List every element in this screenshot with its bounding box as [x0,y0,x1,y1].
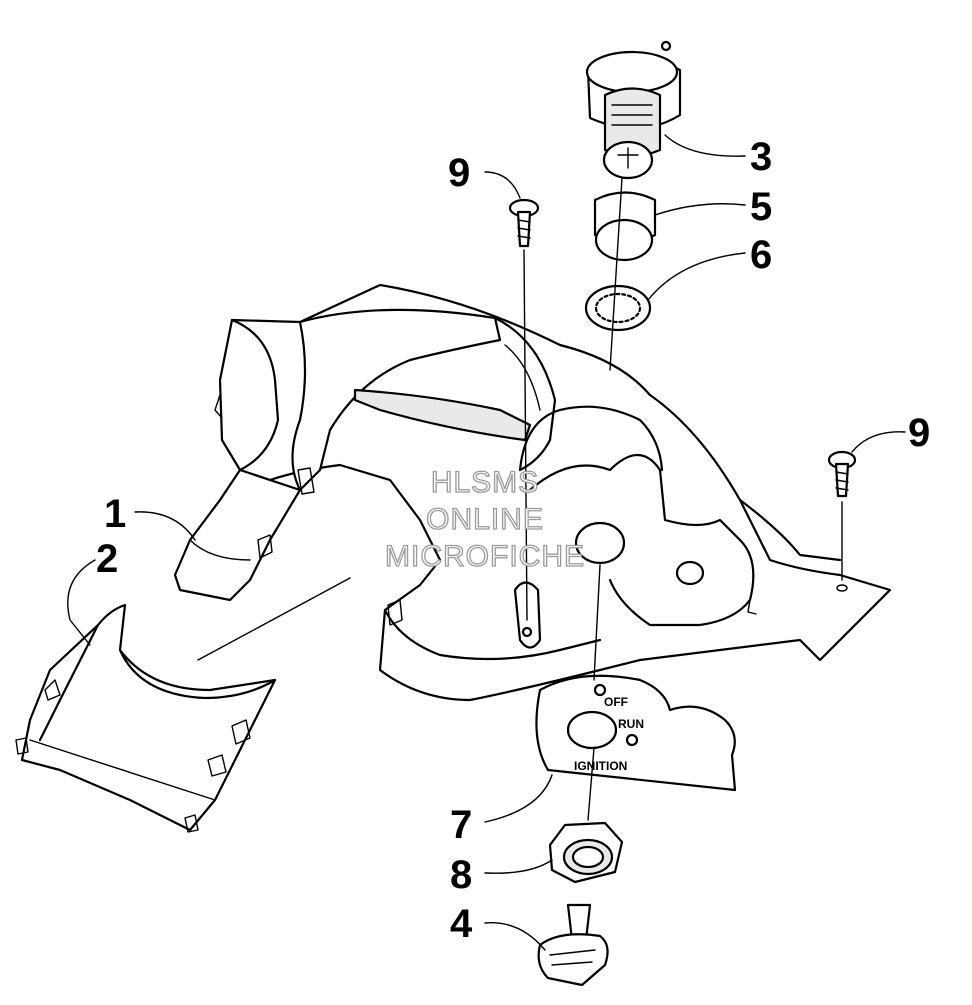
plate-outline [535,674,737,792]
console-mount-hole [521,626,533,638]
plate-label-ignition: IGNITION [574,759,627,773]
callout-3: 3 [750,135,772,179]
plate-key-hole [566,710,618,750]
ignition-key-part-4 [537,903,609,987]
console-dome [528,454,755,627]
callout-6: 6 [750,233,772,277]
hex-nut-part-8 [548,821,624,884]
screw-left-part-9 [508,198,540,621]
ignition-switch-part-3 [585,40,682,180]
callout-4: 4 [450,902,473,946]
callout-5: 5 [750,185,772,229]
console-housing [214,283,892,702]
callout-7: 7 [450,803,472,847]
lower-panel-part-2 [15,603,277,833]
ignition-opening [574,521,626,565]
callout-9-left: 9 [448,151,470,195]
console-arch-band [291,308,502,492]
plate-label-off: OFF [604,695,628,709]
console-outline [218,283,892,702]
side-panel-arm [173,468,302,602]
dome-hole [675,560,705,586]
lock-washer-part-6 [584,284,652,332]
plate-run-dot [625,733,639,747]
watermark-line-3: MICROFICHE [385,540,585,573]
screw-right-part-9 [827,450,857,581]
callout-9-right: 9 [908,411,930,455]
callout-2: 2 [96,537,118,581]
console-right-flange [738,498,842,562]
ignition-plate-part-7: OFF RUN IGNITION [535,674,737,792]
assembly-axis [609,177,623,371]
plate-off-dot [593,683,607,697]
flange-hole [836,584,848,592]
callout-8: 8 [450,853,472,897]
watermark: HLSMS ONLINE MICROFICHE [384,465,585,573]
side-panel-part-1 [173,468,302,602]
lock-cap-part-5 [593,191,657,262]
plate-label-run: RUN [618,717,644,731]
callout-1: 1 [104,492,126,536]
callout-numbers: 1 2 3 4 5 6 7 8 9 9 [96,135,930,946]
leader-lines [67,134,906,951]
watermark-line-2: ONLINE [426,503,544,536]
watermark-line-1: HLSMS [431,466,539,499]
console-left-tower [230,318,280,472]
